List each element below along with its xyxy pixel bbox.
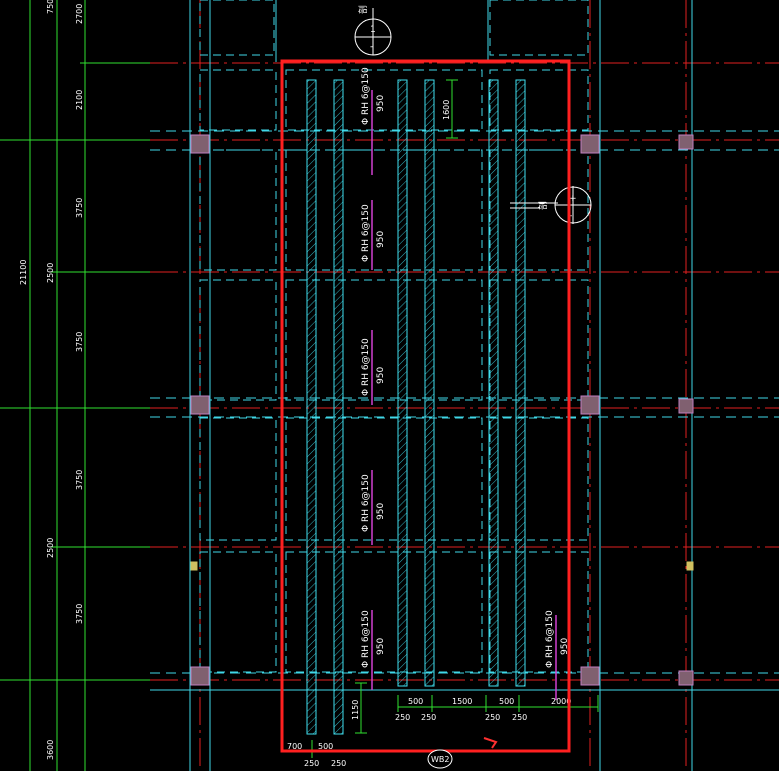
rebar-label-1: Φ RH 6@150	[361, 67, 371, 125]
column-2	[580, 134, 600, 154]
bottom-dim-500-c: 500	[318, 742, 333, 751]
column-marker-2	[686, 561, 694, 571]
bottom-sub-250-a: 250	[395, 713, 410, 722]
bottom-dim-chain-right: 500 1500 500 2000 250 250 250 250	[395, 695, 599, 722]
left-dim-inner-2: 2100	[75, 90, 84, 110]
left-dim-inner-1: 2700	[75, 4, 84, 24]
rebar-spacing-1: 950	[376, 95, 386, 112]
dim-1150: 1150	[351, 682, 367, 734]
rebar-label-3: Φ RH 6@150	[361, 338, 371, 396]
columns	[190, 134, 694, 686]
rebar-label-6: Φ RH 6@150	[545, 610, 555, 668]
bottom-dim-2000: 2000	[551, 697, 571, 706]
bottom-dim-1500: 1500	[452, 697, 472, 706]
left-dim-inner-5: 3750	[75, 470, 84, 490]
strip-rebar-6	[515, 79, 526, 687]
column-4	[190, 395, 210, 415]
section-mark-top: 剖 1 -	[354, 5, 392, 56]
rebar-labels: Φ RH 6@150 Φ RH 6@150 Φ RH 6@150 Φ RH 6@…	[361, 67, 570, 668]
left-dim-inner-4: 3750	[75, 332, 84, 352]
bottom-sub-250-e: 250	[304, 759, 319, 768]
bottom-sub-250-d: 250	[512, 713, 527, 722]
section-mark-top-sign-1: 1	[370, 25, 376, 35]
beam-outlines	[150, 0, 779, 771]
bottom-sub-250-b: 250	[421, 713, 436, 722]
column-3	[678, 134, 694, 150]
bottom-sub-250-f: 250	[331, 759, 346, 768]
plan-tag-text: WB2	[431, 755, 450, 764]
rebar-spacing-4: 950	[376, 503, 386, 520]
selection-frame[interactable]	[280, 59, 571, 753]
column-7	[190, 666, 210, 686]
dim-1600: 1600	[442, 79, 458, 139]
rebar-spacing-2: 950	[376, 231, 386, 248]
strip-rebars	[306, 79, 526, 735]
red-corner-mark	[483, 737, 498, 749]
column-5	[580, 395, 600, 415]
rebar-label-4: Φ RH 6@150	[361, 474, 371, 532]
section-mark-right: 剖 + -	[510, 186, 592, 224]
rebar-spacing-3: 950	[376, 367, 386, 384]
bottom-dim-500-a: 500	[408, 697, 423, 706]
left-dim-inner-6: 3750	[75, 604, 84, 624]
bottom-dim-chain-left: 700 500 250 250	[284, 740, 346, 768]
plan-tag: WB2	[427, 749, 453, 769]
left-dim-mid-4: 3600	[46, 740, 55, 760]
strip-rebar-2	[333, 79, 344, 735]
bottom-sub-250-c: 250	[485, 713, 500, 722]
rebar-spacing-6: 950	[560, 638, 570, 655]
left-dim-mid-1: 750	[46, 0, 55, 14]
column-marker-1	[190, 561, 198, 571]
left-dim-mid-2: 2500	[46, 263, 55, 283]
dim-1600-text: 1600	[442, 100, 451, 120]
left-dim-outer: 21100	[19, 260, 28, 285]
bottom-dim-700: 700	[287, 742, 302, 751]
section-mark-top-label: 剖	[357, 5, 369, 14]
rebar-spacing-5: 950	[376, 638, 386, 655]
strip-rebar-1	[306, 79, 317, 735]
strip-rebar-3	[397, 79, 408, 687]
left-dimension-texts: 21100 750 2500 2500 3600 2700 2100 3750 …	[19, 0, 84, 760]
strip-rebar-4	[424, 79, 435, 687]
column-6	[678, 398, 694, 414]
section-mark-top-sign-2: -	[370, 42, 373, 52]
slab-panels	[199, 0, 589, 673]
column-1	[190, 134, 210, 154]
rebar-label-5: Φ RH 6@150	[361, 610, 371, 668]
rebar-markers	[371, 90, 557, 700]
column-8	[580, 666, 600, 686]
rebar-label-2: Φ RH 6@150	[361, 204, 371, 262]
bottom-dim-500-b: 500	[499, 697, 514, 706]
left-dim-inner-3: 3750	[75, 198, 84, 218]
section-mark-right-sign-2: -	[569, 211, 572, 221]
section-mark-right-sign-1: +	[569, 194, 577, 204]
axis-grid	[150, 0, 779, 771]
dim-1150-text: 1150	[351, 700, 360, 720]
column-9	[678, 670, 694, 686]
strip-rebar-5	[488, 79, 499, 687]
left-dimension-lines	[0, 0, 150, 771]
section-mark-right-label: 剖	[537, 201, 549, 210]
left-dim-mid-3: 2500	[46, 538, 55, 558]
